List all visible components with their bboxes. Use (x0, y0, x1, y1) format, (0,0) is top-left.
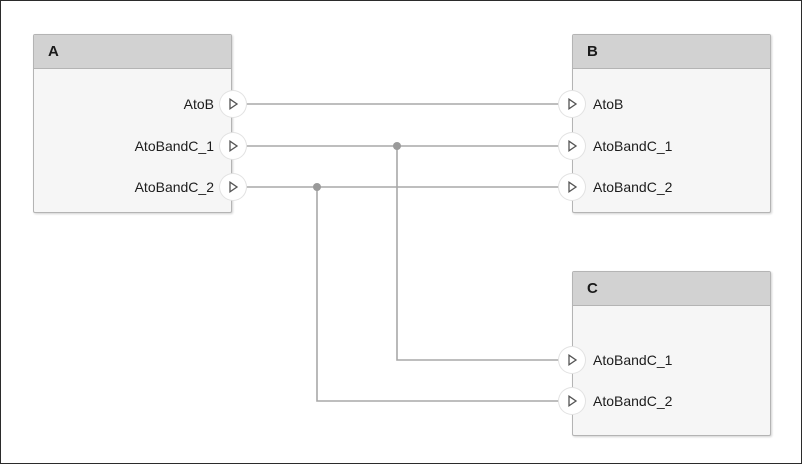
port-triangle-icon (559, 133, 585, 159)
port-a-atobandc_1[interactable]: AtoBandC_1 (1, 133, 246, 159)
port-triangle-icon (559, 388, 585, 414)
port-label: AtoB (593, 96, 624, 112)
port-c-atobandc_1[interactable]: AtoBandC_1 (559, 347, 672, 373)
block-c-title-bar[interactable]: C (573, 272, 770, 306)
block-a[interactable]: A (33, 34, 232, 213)
port-triangle-icon (559, 91, 585, 117)
connection-line[interactable] (396, 146, 559, 361)
connection-junction-dot[interactable] (393, 142, 401, 150)
port-label: AtoBandC_1 (134, 138, 214, 154)
port-a-atob[interactable]: AtoB (1, 91, 246, 117)
port-triangle-icon (559, 347, 585, 373)
port-label: AtoB (183, 96, 214, 112)
block-c[interactable]: C (572, 271, 771, 436)
port-label: AtoBandC_1 (593, 138, 673, 154)
block-c-title-label: C (587, 280, 599, 297)
port-triangle-icon (559, 174, 585, 200)
block-b-title-label: B (587, 43, 599, 60)
block-a-title-label: A (48, 43, 60, 60)
port-c-atobandc_2[interactable]: AtoBandC_2 (559, 388, 672, 414)
port-b-atob[interactable]: AtoB (559, 91, 623, 117)
port-a-atobandc_2[interactable]: AtoBandC_2 (1, 174, 246, 200)
port-label: AtoBandC_2 (593, 179, 673, 195)
connection-junction-dot[interactable] (313, 183, 321, 191)
block-a-title-bar[interactable]: A (34, 35, 231, 69)
connection-line[interactable] (316, 187, 559, 402)
port-triangle-icon (220, 91, 246, 117)
port-label: AtoBandC_2 (593, 393, 673, 409)
block-b[interactable]: B (572, 34, 771, 213)
port-label: AtoBandC_2 (134, 179, 214, 195)
block-b-title-bar[interactable]: B (573, 35, 770, 69)
port-b-atobandc_1[interactable]: AtoBandC_1 (559, 133, 672, 159)
port-triangle-icon (220, 174, 246, 200)
port-triangle-icon (220, 133, 246, 159)
port-b-atobandc_2[interactable]: AtoBandC_2 (559, 174, 672, 200)
port-label: AtoBandC_1 (593, 352, 673, 368)
